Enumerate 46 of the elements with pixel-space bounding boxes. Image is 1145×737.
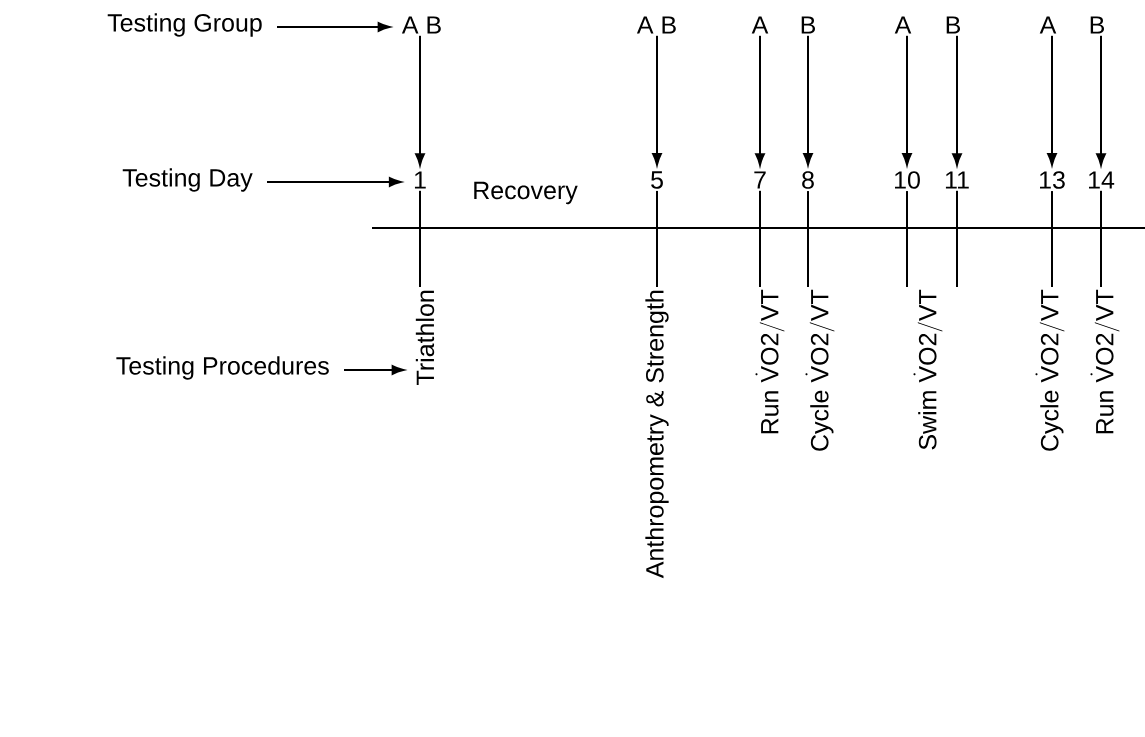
arrow <box>755 34 765 166</box>
tick-line <box>956 189 958 288</box>
procedure-label: $\mathrm{Cycle}\ \dot{\mathrm{V}}\mathrm{O2/VT}$ <box>1035 289 1065 451</box>
row-label: Testing Group <box>107 13 262 37</box>
day-number: 5 <box>651 171 663 189</box>
arrow <box>415 34 425 166</box>
tick-line <box>759 189 761 288</box>
arrow <box>652 34 662 166</box>
procedure-label: $\mathrm{Run}\ \dot{\mathrm{V}}\mathrm{O2/VT}$ <box>1090 289 1120 434</box>
tick-line <box>1100 189 1102 288</box>
period-label: Recovery <box>474 181 578 205</box>
group-letter: B <box>946 16 961 34</box>
row-label: Testing Procedures <box>116 356 329 380</box>
group-letter: A <box>1039 16 1057 34</box>
procedure-label: Anthropometry & Strength <box>645 290 669 579</box>
tick-line <box>419 189 421 288</box>
day-number: 11 <box>945 171 969 189</box>
arrow <box>803 34 813 166</box>
group-letter: A <box>751 16 769 34</box>
tick-line <box>807 190 809 288</box>
day-number: 8 <box>802 171 814 189</box>
procedure-label: $\mathrm{Swim}\ \dot{\mathrm{V}}\mathrm{O2/VT}$ <box>913 289 943 450</box>
group-letters: A B <box>401 16 441 34</box>
procedure-label: Triathlon <box>415 290 435 385</box>
arrow <box>902 34 912 166</box>
arrow <box>343 365 405 375</box>
group-letter: B <box>1090 16 1105 34</box>
arrow <box>952 34 962 166</box>
procedure-label: $\mathrm{Cycle}\ \dot{\mathrm{V}}\mathrm{O2/VT}$ <box>805 289 835 451</box>
tick-line <box>906 190 908 288</box>
arrow <box>276 22 391 32</box>
row-label: Testing Day <box>122 168 253 192</box>
procedure-label: $\mathrm{Run}\ \dot{\mathrm{V}}\mathrm{O2/VT}$ <box>755 289 785 434</box>
arrow <box>266 177 402 187</box>
arrow <box>1047 34 1057 166</box>
group-letter: A <box>894 16 912 34</box>
day-number: 1 <box>414 171 426 189</box>
tick-line <box>656 189 658 288</box>
group-letter: B <box>801 16 816 34</box>
day-number: 13 <box>1040 171 1065 189</box>
arrow <box>1096 34 1106 166</box>
day-number: 10 <box>895 171 920 189</box>
day-number: 7 <box>754 171 766 189</box>
day-number: 14 <box>1089 171 1115 189</box>
group-letters: A B <box>636 16 676 34</box>
tick-line <box>1051 190 1053 288</box>
